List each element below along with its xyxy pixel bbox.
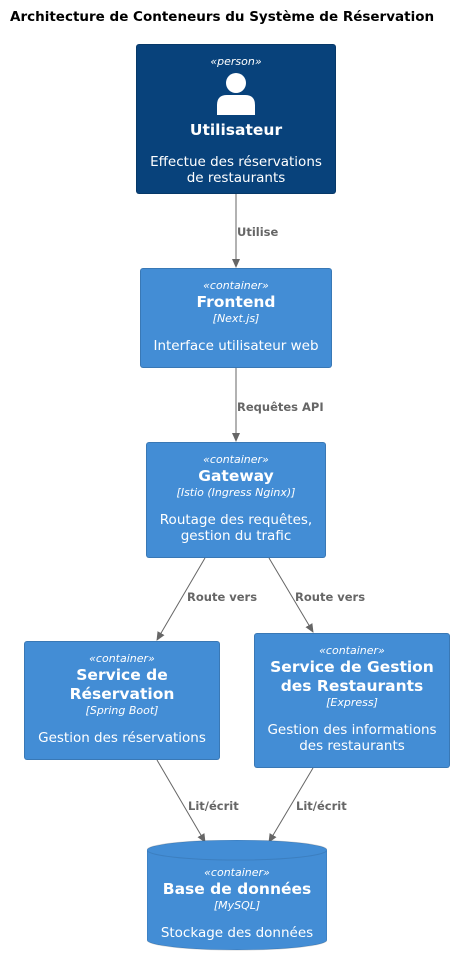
database-name: Base de données — [162, 880, 312, 898]
restaurant-service-stereotype: «container» — [319, 644, 385, 657]
reservation-service-name-line1: Service de — [76, 666, 168, 684]
user-stereotype: «person» — [210, 55, 262, 68]
edge-reservation-db — [156, 759, 206, 843]
user-name: Utilisateur — [189, 121, 283, 139]
restaurant-service-node: «container» Service de Gestion des Resta… — [254, 633, 450, 768]
database-node: «container» Base de données [MySQL] Stoc… — [147, 840, 327, 952]
gateway-description-line2: gestion du trafic — [180, 528, 292, 544]
frontend-container-node: «container» Frontend [Next.js] Interface… — [140, 268, 332, 368]
gateway-stereotype: «container» — [203, 453, 269, 466]
reservation-service-name-line2: Réservation — [69, 685, 175, 703]
edge-label-lit-ecrit-restaurants: Lit/écrit — [296, 799, 347, 813]
edge-label-lit-ecrit-reservation: Lit/écrit — [188, 799, 239, 813]
restaurant-service-name-line2: des Restaurants — [280, 677, 424, 695]
database-stereotype: «container» — [204, 866, 270, 879]
edge-label-utilise: Utilise — [237, 225, 279, 239]
reservation-service-stereotype: «container» — [89, 652, 155, 665]
frontend-stereotype: «container» — [203, 279, 269, 292]
gateway-container-node: «container» Gateway [Istio (Ingress Ngin… — [146, 442, 326, 558]
reservation-service-technology: [Spring Boot] — [85, 704, 159, 717]
gateway-description-line1: Routage des requêtes, — [159, 512, 313, 528]
frontend-description: Interface utilisateur web — [153, 338, 319, 354]
person-icon — [217, 73, 255, 115]
user-person-node: «person» Utilisateur Effectue des réserv… — [136, 44, 336, 194]
gateway-technology: [Istio (Ingress Nginx)] — [176, 486, 296, 499]
reservation-service-node: «container» Service de Réservation [Spri… — [24, 641, 220, 760]
user-description-line1: Effectue des réservations — [150, 154, 322, 170]
reservation-service-description: Gestion des réservations — [38, 730, 206, 746]
edge-gateway-restaurant — [268, 557, 314, 633]
restaurant-service-technology: [Express] — [326, 696, 378, 709]
frontend-technology: [Next.js] — [212, 312, 260, 325]
database-technology: [MySQL] — [213, 899, 261, 912]
frontend-name: Frontend — [196, 293, 276, 311]
restaurant-service-description-line1: Gestion des informations — [267, 722, 437, 738]
edge-label-requetes-api: Requêtes API — [237, 400, 324, 414]
gateway-name: Gateway — [198, 467, 274, 485]
restaurant-service-name-line1: Service de Gestion — [270, 658, 434, 676]
edge-label-route-vers-reservation: Route vers — [187, 590, 258, 604]
edge-restaurant-db — [268, 767, 314, 843]
database-cylinder-icon — [147, 840, 327, 951]
diagram-title: Architecture de Conteneurs du Système de… — [10, 9, 435, 25]
user-description-line2: de restaurants — [186, 170, 286, 186]
database-description: Stockage des données — [160, 925, 314, 941]
edge-gateway-reservation — [156, 557, 206, 641]
restaurant-service-description-line2: des restaurants — [299, 738, 405, 754]
edge-label-route-vers-restaurants: Route vers — [295, 590, 366, 604]
